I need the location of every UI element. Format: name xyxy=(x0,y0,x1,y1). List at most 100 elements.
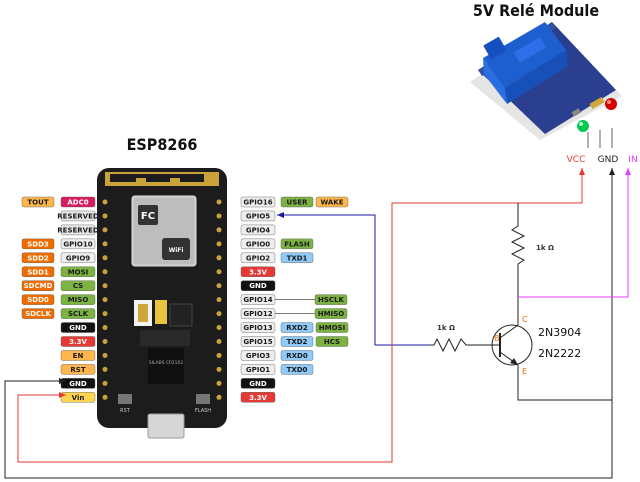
left-pin-box xyxy=(60,196,96,208)
relay-gnd-label: GND xyxy=(598,155,619,165)
right-pin-hole xyxy=(216,255,222,261)
right-pin-hole xyxy=(216,297,222,303)
right-pin-func-box xyxy=(280,350,314,361)
resistor-collector-label: 1k Ω xyxy=(536,244,554,252)
right-pin-hole xyxy=(216,366,222,372)
left-pin-hole xyxy=(102,366,108,372)
right-pin-label: GPIO16 xyxy=(243,199,272,207)
right-pin-func-label: RXD2 xyxy=(286,324,308,332)
right-pin-box xyxy=(240,238,276,250)
flash-button-label: FLASH xyxy=(195,408,211,414)
right-pin-hole xyxy=(216,227,222,233)
right-pin-extra-box xyxy=(315,196,349,208)
transistor-collector-label: C xyxy=(522,315,528,324)
transistor-model-2: 2N2222 xyxy=(538,347,581,360)
transistor-base-label: B xyxy=(494,334,500,343)
right-pin-label: GPIO0 xyxy=(246,240,270,248)
right-pin-func-label: HMISO xyxy=(318,310,344,318)
relay-in-label: IN xyxy=(628,155,637,165)
right-pin-extra-label: HCS xyxy=(324,338,340,346)
right-pin-func-box xyxy=(280,336,314,347)
rst-button-label: RST xyxy=(120,408,131,414)
right-pin-func-box xyxy=(314,294,348,305)
left-pin-label: ADC0 xyxy=(67,199,88,207)
left-pin-hole xyxy=(102,269,108,275)
left-pin-box xyxy=(60,280,96,291)
board-title: ESP8266 xyxy=(127,135,198,154)
resistor-base xyxy=(430,337,488,353)
left-pin-box xyxy=(60,294,96,305)
right-pin-func-box xyxy=(280,252,314,264)
left-pin-alt-label: SDD2 xyxy=(27,254,49,262)
right-pin-box xyxy=(240,196,276,208)
arrow-relay-in xyxy=(625,168,631,175)
right-pin-box xyxy=(240,252,276,264)
left-pin-label: Vin xyxy=(72,394,85,402)
left-pin-hole xyxy=(102,380,108,386)
transistor-emitter-label: E xyxy=(522,367,527,376)
left-pin-label: SCLK xyxy=(68,310,89,318)
wire-gnd xyxy=(4,168,613,479)
left-pin-hole xyxy=(102,241,108,247)
wifi-logo: WiFi xyxy=(169,247,184,254)
right-pin-extra-box xyxy=(315,322,349,333)
right-pin-hole xyxy=(216,325,222,331)
right-pin-hole xyxy=(216,352,222,358)
right-pin-label: 3.3V xyxy=(249,394,267,402)
left-pin-hole xyxy=(102,283,108,289)
left-pin-alt-label: TOUT xyxy=(27,199,48,207)
right-pin-label: 3.3V xyxy=(249,268,267,276)
left-pin-hole xyxy=(102,213,108,219)
right-pin-label: GPIO4 xyxy=(246,226,270,234)
left-pin-box xyxy=(60,308,96,319)
right-pin-label: GPIO2 xyxy=(246,254,270,262)
left-pin-alt-label: SDD1 xyxy=(27,268,49,276)
right-pin-func-label: FLASH xyxy=(284,240,310,248)
arrow-gpio5 xyxy=(277,212,284,218)
left-pin-box xyxy=(60,378,96,389)
right-pin-extra-label: HMOSI xyxy=(319,324,345,332)
right-pin-hole xyxy=(216,283,222,289)
resistor-base-label: 1k Ω xyxy=(437,324,455,332)
right-pin-box xyxy=(240,392,276,403)
left-pin-label: EN xyxy=(73,352,84,360)
right-pin-func-label: TXD0 xyxy=(287,366,308,374)
right-pin-hole xyxy=(216,339,222,344)
right-pin-label: GPIO15 xyxy=(243,338,272,346)
right-pin-box xyxy=(240,280,276,291)
left-pin-box xyxy=(60,364,96,375)
left-pin-hole xyxy=(102,227,108,233)
left-pin-label: GND xyxy=(69,324,87,332)
left-pin-label: MOSI xyxy=(68,268,89,276)
wire-gpio5-base xyxy=(277,214,430,346)
left-pin-label: RESERVED xyxy=(57,212,99,220)
left-pin-label: RESERVED xyxy=(57,226,99,234)
right-pin-hole xyxy=(216,394,222,400)
right-pin-func-box xyxy=(280,322,314,333)
left-pin-alt-box xyxy=(21,308,55,319)
right-pin-label: GPIO5 xyxy=(246,212,270,220)
silabs-chip-label: SILABS CP2102 xyxy=(149,360,184,366)
left-pin-box xyxy=(60,238,96,250)
right-pin-box xyxy=(240,224,276,236)
wire-signal-in xyxy=(518,168,629,298)
right-pin-box xyxy=(240,364,276,375)
left-pin-label: GPIO9 xyxy=(66,254,90,262)
right-pin-hole xyxy=(216,269,222,275)
right-pin-func-label: RXD0 xyxy=(286,352,308,360)
right-pin-func-label: USER xyxy=(287,199,309,207)
right-pin-func-box xyxy=(280,364,314,375)
left-pin-alt-label: SDD0 xyxy=(27,296,49,304)
left-pin-alt-box xyxy=(21,252,55,264)
right-pin-hole xyxy=(216,380,222,386)
right-pin-hole xyxy=(216,213,222,219)
right-pin-hole xyxy=(216,241,222,247)
left-pin-box xyxy=(60,392,96,403)
left-pin-alt-label: SDCMD xyxy=(24,282,53,290)
right-pin-func-label: HSCLK xyxy=(318,296,344,304)
relay-vcc-label: VCC xyxy=(567,155,586,165)
right-pin-label: GPIO12 xyxy=(243,310,272,318)
left-pin-alt-box xyxy=(21,196,55,208)
wire-vcc xyxy=(17,168,583,463)
